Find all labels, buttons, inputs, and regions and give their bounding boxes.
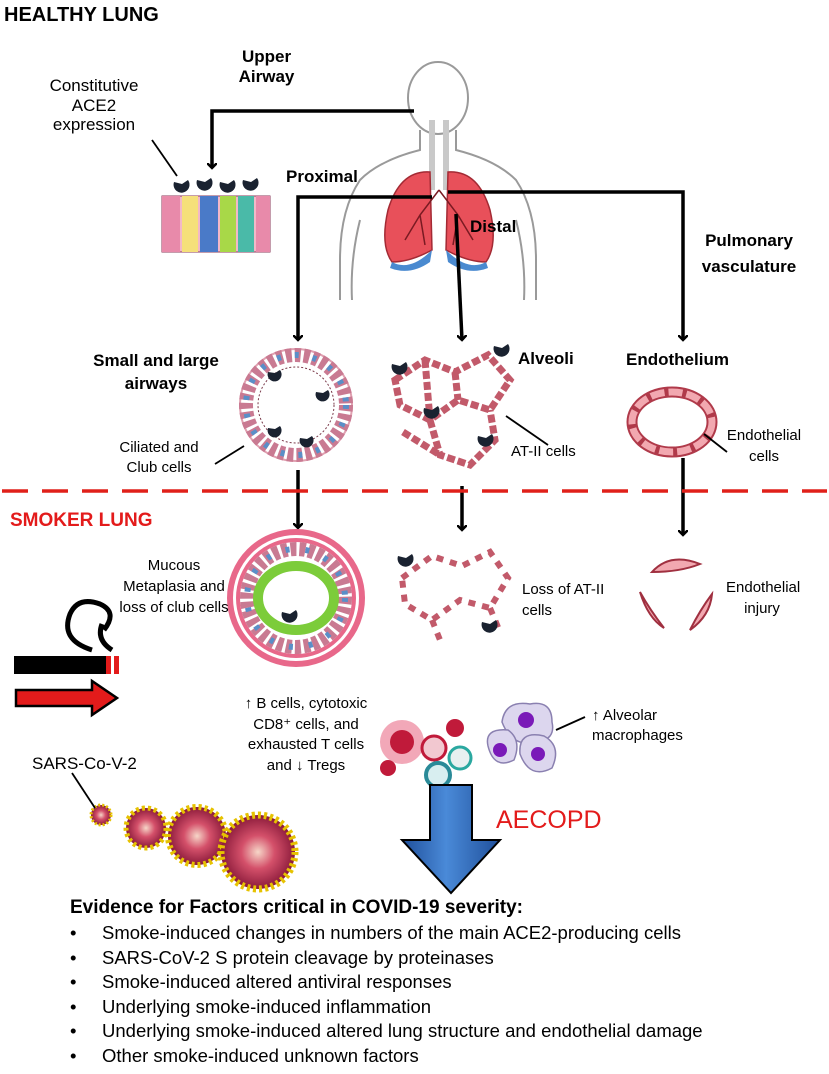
trachea [429, 120, 449, 190]
healthy-alveoli [391, 350, 515, 470]
upper-airway-label: Upper Airway [238, 47, 295, 86]
alveoli-ace2 [391, 344, 510, 447]
loss-at2-label: Loss of AT-II cells [522, 581, 605, 619]
evidence-item-text: Other smoke-induced unknown factors [102, 1044, 419, 1066]
smoker-endothelium [639, 558, 714, 631]
evidence-item-text: Underlying smoke-induced altered lung st… [102, 1020, 703, 1041]
evidence-item-text: Smoke-induced changes in numbers of the … [102, 922, 681, 943]
list-item: • SARS-CoV-2 S protein cleavage by protei… [70, 946, 820, 971]
bullet-dot: • [70, 971, 77, 992]
upper-airway-epithelium [161, 178, 271, 253]
alveoli-label: Alveoli [518, 349, 574, 368]
mucous-metaplasia-label: Mucous Metaplasia and loss of club cells [119, 557, 229, 616]
smoker-airway [227, 529, 365, 667]
endothelial-cells-label: Endothelial cells [726, 427, 802, 465]
list-item: • Smoke-induced changes in numbers of the… [70, 921, 820, 946]
macrophages [486, 702, 557, 773]
aecopd-label: AECOPD [496, 806, 602, 834]
distal-label: Distal [470, 217, 517, 236]
evidence-item-text: SARS-CoV-2 S protein cleavage by protein… [102, 946, 494, 968]
list-item: • Underlying smoke-induced altered lung s… [70, 1019, 820, 1044]
healthy-airway [239, 348, 353, 462]
immune-cells-label: ↑ B cells, cytotoxic CD8⁺ cells, and exh… [244, 695, 368, 775]
bullet-dot: • [70, 995, 77, 1017]
bullet-dot: • [70, 1044, 77, 1066]
evidence-item-text: Smoke-induced altered antiviral response… [102, 971, 452, 992]
endothelium-label: Endothelium [626, 350, 729, 369]
flow-arrows [212, 109, 683, 535]
healthy-endothelium [626, 386, 718, 458]
label-connectors [71, 139, 728, 809]
small-large-airways-label: Small and large airways [93, 351, 219, 393]
sars-cov-2-label: SARS-Co-V-2 [32, 754, 137, 773]
evidence-item-text: Underlying smoke-induced inflammation [102, 995, 432, 1017]
aecopd-arrow [399, 784, 503, 895]
ciliated-club-label: Ciliated and Club cells [119, 439, 199, 476]
smoker-lung-title: SMOKER LUNG [10, 510, 153, 531]
endothelial-injury-label: Endothelial injury [726, 579, 801, 617]
bullet-dot: • [70, 1020, 77, 1041]
evidence-list: • Smoke-induced changes in numbers of the… [70, 921, 820, 1068]
immune-cells [380, 719, 473, 789]
proximal-label: Proximal [286, 167, 358, 186]
list-item: • Underlying smoke-induced inflammation [70, 995, 820, 1020]
evidence-heading: Evidence for Factors critical in COVID-1… [70, 897, 524, 918]
human-silhouette [339, 61, 537, 301]
bullet-dot: • [70, 946, 77, 968]
at2-cells-label: AT-II cells [511, 443, 576, 460]
cigarette-icon [14, 599, 120, 718]
alveolar-macrophages-label: ↑ Alveolar macrophages [592, 707, 683, 744]
sars-cov-2-virions [89, 803, 299, 893]
list-item: • Other smoke-induced unknown factors [70, 1044, 820, 1069]
healthy-lung-title: HEALTHY LUNG [4, 4, 159, 26]
smoker-alveoli [398, 548, 512, 642]
list-item: • Smoke-induced altered antiviral respons… [70, 970, 820, 995]
constitutive-ace2-label: Constitutive ACE2 expression [49, 76, 139, 135]
evidence-section: Evidence for Factors critical in COVID-1… [70, 897, 820, 1068]
smoker-alveoli-ace2 [397, 554, 498, 633]
bullet-dot: • [70, 922, 77, 943]
pulmonary-vasculature-label: Pulmonary vasculature [701, 231, 797, 276]
